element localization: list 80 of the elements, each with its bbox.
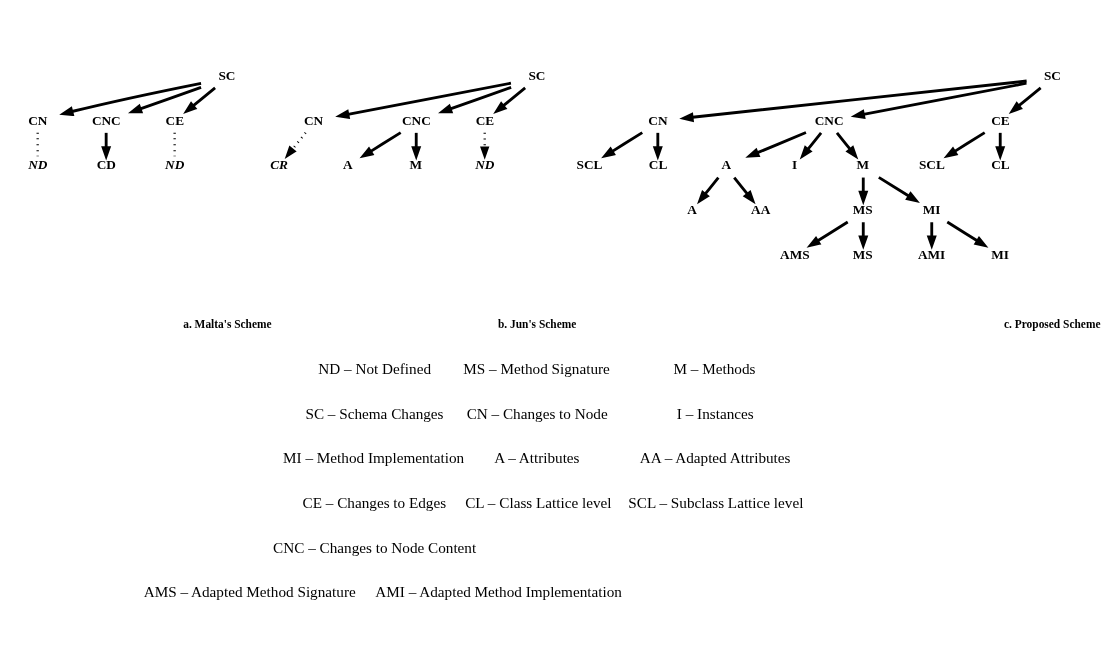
node-text: A [342, 156, 353, 172]
arrow [127, 85, 202, 113]
node-text: SC [1043, 67, 1061, 83]
node-text: AMS [780, 246, 810, 262]
node-text: SCL [918, 156, 945, 172]
label: AMS – Adapted Method Signature [143, 582, 356, 600]
arrow [101, 132, 112, 160]
arrow [493, 86, 527, 114]
label: SCL – Subclass Lattice level [628, 493, 804, 511]
arrow [1008, 86, 1042, 114]
arrow [284, 131, 307, 159]
node-text: ND [475, 156, 495, 172]
node-text: CR [270, 156, 288, 172]
node-text: CN [28, 112, 48, 128]
node-text: MS [852, 201, 873, 217]
node-text: CE [165, 112, 185, 128]
arrow [335, 81, 512, 119]
label: MS – Method Signature [463, 359, 610, 377]
label: CE – Changes to Edges [302, 493, 447, 511]
node-text: AA [751, 201, 771, 217]
node-text: CN [648, 112, 668, 128]
arrow [59, 81, 202, 116]
label: b. Jun's Scheme [498, 317, 577, 330]
node-text: MS [852, 246, 873, 262]
arrow [806, 220, 849, 248]
arrow [799, 131, 823, 159]
label: SC – Schema Changes [305, 404, 444, 422]
label: CNC – Changes to Node Content [273, 538, 477, 556]
label: ND – Not Defined [318, 359, 431, 377]
arrow [438, 85, 512, 113]
arrow [946, 220, 989, 248]
node-text: SC [528, 67, 546, 83]
label: I – Instances [676, 404, 754, 422]
arrow [858, 177, 869, 205]
node-text: CNC [814, 112, 844, 128]
arrow [733, 176, 756, 204]
node-text: CL [991, 156, 1010, 172]
label: CL – Class Lattice level [465, 493, 612, 511]
label: MI – Method Implementation [283, 448, 465, 466]
node-text: SCL [576, 156, 603, 172]
arrow [183, 86, 216, 114]
node-text: A [721, 156, 732, 172]
arrow [679, 79, 1027, 122]
arrow [878, 175, 920, 203]
arrow [943, 130, 986, 158]
arrow [411, 132, 422, 160]
arrow [697, 176, 720, 204]
node-text: MI [991, 246, 1009, 262]
arrow [745, 130, 807, 158]
arrow [652, 132, 663, 160]
node-text: CNC [401, 112, 431, 128]
node-text: A [687, 201, 697, 217]
node-text: CN [304, 112, 324, 128]
label: a. Malta's Scheme [183, 317, 272, 330]
node-text: SC [218, 67, 236, 83]
label: AMI – Adapted Method Implementation [375, 582, 622, 600]
label: A – Attributes [494, 448, 580, 466]
node-text: CNC [91, 112, 121, 128]
label: AA – Adapted Attributes [639, 448, 791, 466]
node-text: MI [922, 201, 941, 217]
label: CN – Changes to Node [466, 404, 608, 422]
node-text: AMI [917, 246, 946, 262]
node-text: CD [96, 156, 116, 172]
arrow [995, 132, 1006, 160]
node-text: CE [475, 112, 495, 128]
arrow [858, 221, 869, 250]
label: c. Proposed Scheme [1004, 317, 1101, 330]
arrow [850, 81, 1027, 119]
node-text: ND [28, 156, 48, 172]
label: M – Methods [673, 359, 756, 377]
arrow [601, 130, 644, 158]
arrow [359, 130, 402, 158]
arrow [835, 131, 859, 159]
arrow [926, 221, 937, 250]
node-text: ND [165, 156, 185, 172]
node-text: CL [648, 156, 668, 172]
node-text: I [791, 156, 798, 172]
node-text: M [409, 156, 423, 172]
node-text: CE [991, 112, 1010, 128]
node-text: M [856, 156, 870, 172]
